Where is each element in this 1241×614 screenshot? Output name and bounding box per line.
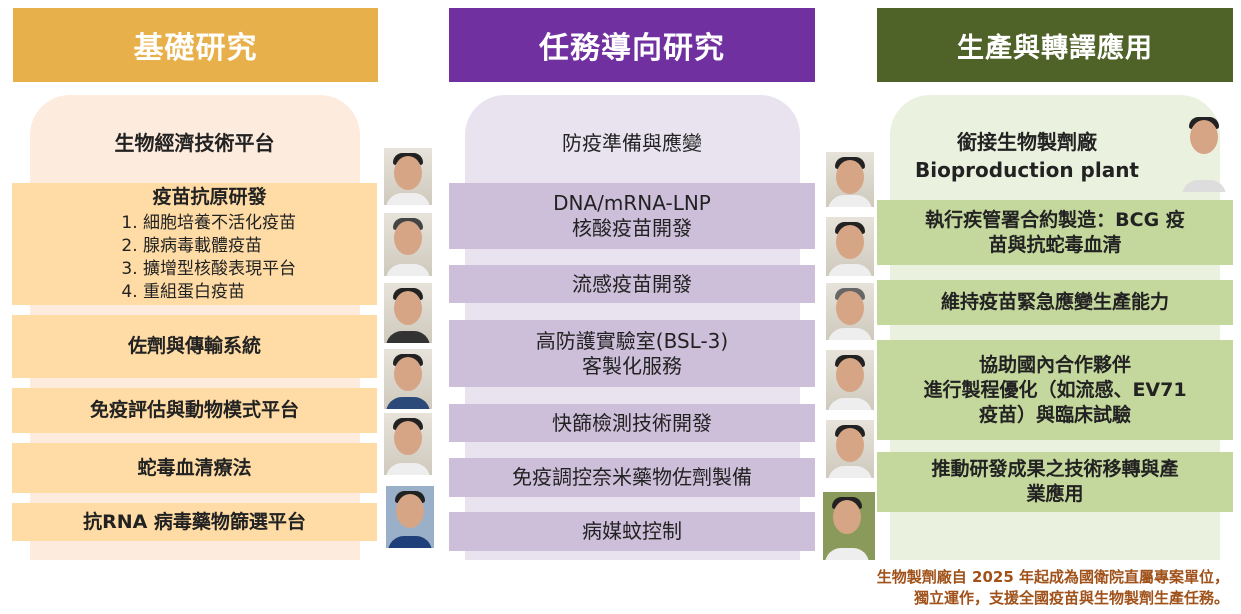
box-line: 免疫調控奈米藥物佐劑製備 [512, 465, 752, 489]
mission-box: 免疫調控奈米藥物佐劑製備 [449, 458, 815, 497]
box-line: 客製化服務 [582, 353, 682, 378]
person-photo [384, 349, 432, 409]
box-line: 核酸疫苗開發 [572, 216, 692, 240]
research-box: 免疫評估與動物模式平台 [12, 388, 377, 433]
box-line: 病媒蚊控制 [582, 519, 682, 543]
box-line: 苗與抗蛇毒血清 [988, 233, 1122, 256]
platform-title: 生物經濟技術平台 [114, 131, 275, 155]
person-photo [384, 148, 432, 205]
production-box: 維持疫苗緊急應變生產能力 [877, 280, 1233, 325]
person-photo [826, 217, 874, 276]
box-line: 進行製程優化（如流感、EV71 [923, 378, 1187, 401]
antigen-list: 細胞培養不活化疫苗 腺病毒載體疫苗 擴增型核酸表現平台 重組蛋白疫苗 [93, 212, 296, 304]
footnote-line: 生物製劑廠自 2025 年起成為國衛院直屬專案單位， [876, 568, 1229, 586]
box-line: 推動研發成果之技術移轉與產 [931, 458, 1179, 480]
research-box: 佐劑與傳輸系統 [12, 315, 377, 378]
person-photo [823, 492, 875, 560]
person-photo [826, 283, 874, 340]
antigen-box: 疫苗抗原研發 細胞培養不活化疫苗 腺病毒載體疫苗 擴增型核酸表現平台 重組蛋白疫… [12, 183, 377, 305]
production-box: 推動研發成果之技術移轉與產業應用 [877, 452, 1233, 512]
preparedness-title: 防疫準備與應變 [562, 131, 702, 155]
person-photo [1180, 112, 1232, 192]
box-line: 高防護實驗室(BSL-3) [535, 328, 729, 353]
box-line: 業應用 [1026, 483, 1084, 505]
box-line: 銜接生物製劑廠 [957, 130, 1097, 154]
person-photo [826, 350, 874, 410]
footnote-line: 獨立運作，支援全國疫苗與生物製劑生產任務。 [913, 589, 1229, 607]
person-photo [384, 213, 432, 276]
mission-box: 快篩檢測技術開發 [449, 404, 815, 442]
box-line: 執行疾管署合約製造：BCG 疫 [925, 208, 1185, 231]
person-photo [826, 420, 874, 478]
list-item: 擴增型核酸表現平台 [143, 258, 296, 281]
box-line: 快篩檢測技術開發 [552, 410, 712, 435]
box-line: Bioproduction plant [915, 158, 1139, 182]
header-basic-research: 基礎研究 [13, 8, 378, 82]
box-line: 疫苗）與臨床試驗 [978, 403, 1131, 426]
research-box: 蛇毒血清療法 [12, 443, 377, 493]
research-box: 抗RNA 病毒藥物篩選平台 [12, 503, 377, 541]
person-photo [384, 413, 432, 475]
box-line: 協助國內合作夥伴 [978, 353, 1131, 376]
mission-box: 高防護實驗室(BSL-3)客製化服務 [449, 320, 815, 387]
bioproduction-title: 銜接生物製劑廠 Bioproduction plant [877, 128, 1177, 184]
person-photo [386, 486, 434, 548]
box-line: 維持疫苗緊急應變生產能力 [940, 291, 1169, 313]
antigen-title: 疫苗抗原研發 [152, 185, 267, 208]
production-box: 執行疾管署合約製造：BCG 疫苗與抗蛇毒血清 [877, 200, 1233, 265]
box-line: 流感疫苗開發 [572, 271, 692, 296]
list-item: 腺病毒載體疫苗 [143, 235, 296, 258]
list-item: 重組蛋白疫苗 [143, 281, 296, 304]
header-mission-research: 任務導向研究 [449, 8, 815, 82]
box-line: DNA/mRNA-LNP [553, 191, 711, 215]
header-production: 生產與轉譯應用 [877, 8, 1233, 82]
list-item: 細胞培養不活化疫苗 [143, 212, 296, 235]
footnote: 生物製劑廠自 2025 年起成為國衛院直屬專案單位， 獨立運作，支援全國疫苗與生… [877, 567, 1229, 609]
person-photo [826, 152, 874, 207]
mission-box: 病媒蚊控制 [449, 512, 815, 551]
mission-box: 流感疫苗開發 [449, 265, 815, 303]
person-photo [384, 283, 432, 343]
